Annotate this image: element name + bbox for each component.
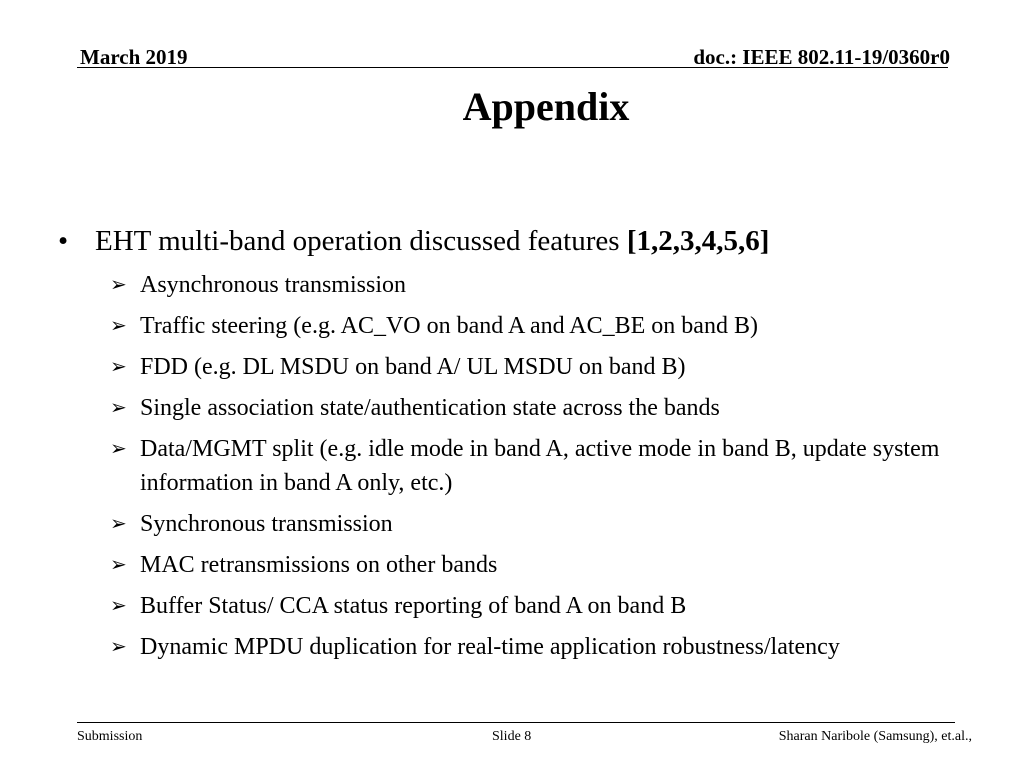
sub-bullet: ➢ Traffic steering (e.g. AC_VO on band A … — [110, 309, 990, 343]
arrow-bullet-icon: ➢ — [110, 554, 127, 576]
sub-bullet: ➢ Data/MGMT split (e.g. idle mode in band… — [110, 432, 990, 500]
main-bullet-text: EHT multi-band operation discussed featu… — [95, 222, 769, 260]
arrow-bullet-icon: ➢ — [110, 397, 127, 419]
footer-author: Sharan Naribole (Samsung), et.al., — [778, 729, 972, 744]
footer-submission: Submission — [77, 729, 143, 744]
sub-bullet-text: Single association state/authentication … — [140, 395, 720, 421]
sub-bullet: ➢ Synchronous transmission — [110, 507, 990, 541]
arrow-bullet-icon: ➢ — [110, 356, 127, 378]
sub-bullet-text: Data/MGMT split (e.g. idle mode in band … — [140, 436, 940, 496]
sub-bullet: ➢ MAC retransmissions on other bands — [110, 548, 990, 582]
sub-bullet-text: Asynchronous transmission — [140, 272, 406, 298]
sub-bullet-list: ➢ Asynchronous transmission ➢ Traffic stee… — [110, 268, 990, 671]
sub-bullet: ➢ Dynamic MPDU duplication for real-time … — [110, 630, 990, 664]
header-doc-id: doc.: IEEE 802.11-19/0360r0 — [693, 45, 950, 69]
arrow-bullet-icon: ➢ — [110, 274, 127, 296]
header-date: March 2019 — [80, 45, 188, 69]
arrow-bullet-icon: ➢ — [110, 636, 127, 658]
main-bullet-refs: [1,2,3,4,5,6] — [626, 225, 770, 257]
arrow-bullet-icon: ➢ — [110, 513, 127, 535]
footer-divider — [77, 722, 955, 723]
arrow-bullet-icon: ➢ — [110, 315, 127, 337]
sub-bullet-text: FDD (e.g. DL MSDU on band A/ UL MSDU on … — [140, 354, 686, 380]
sub-bullet: ➢ Buffer Status/ CCA status reporting of … — [110, 589, 990, 623]
bullet-marker: • — [58, 225, 69, 257]
slide-title: Appendix — [462, 84, 630, 129]
sub-bullet-text: Synchronous transmission — [140, 511, 393, 537]
sub-bullet: ➢ Asynchronous transmission — [110, 268, 990, 302]
sub-bullet-text: MAC retransmissions on other bands — [140, 552, 498, 578]
header-divider — [77, 67, 948, 68]
arrow-bullet-icon: ➢ — [110, 438, 127, 460]
sub-bullet: ➢ Single association state/authentication… — [110, 391, 990, 425]
footer-slide-number: Slide 8 — [492, 729, 532, 744]
sub-bullet-text: Dynamic MPDU duplication for real-time a… — [140, 634, 840, 660]
main-bullet-label: EHT multi-band operation discussed featu… — [95, 225, 627, 257]
arrow-bullet-icon: ➢ — [110, 595, 127, 617]
sub-bullet: ➢ FDD (e.g. DL MSDU on band A/ UL MSDU on… — [110, 350, 990, 384]
sub-bullet-text: Buffer Status/ CCA status reporting of b… — [140, 593, 687, 619]
sub-bullet-text: Traffic steering (e.g. AC_VO on band A a… — [140, 313, 758, 339]
